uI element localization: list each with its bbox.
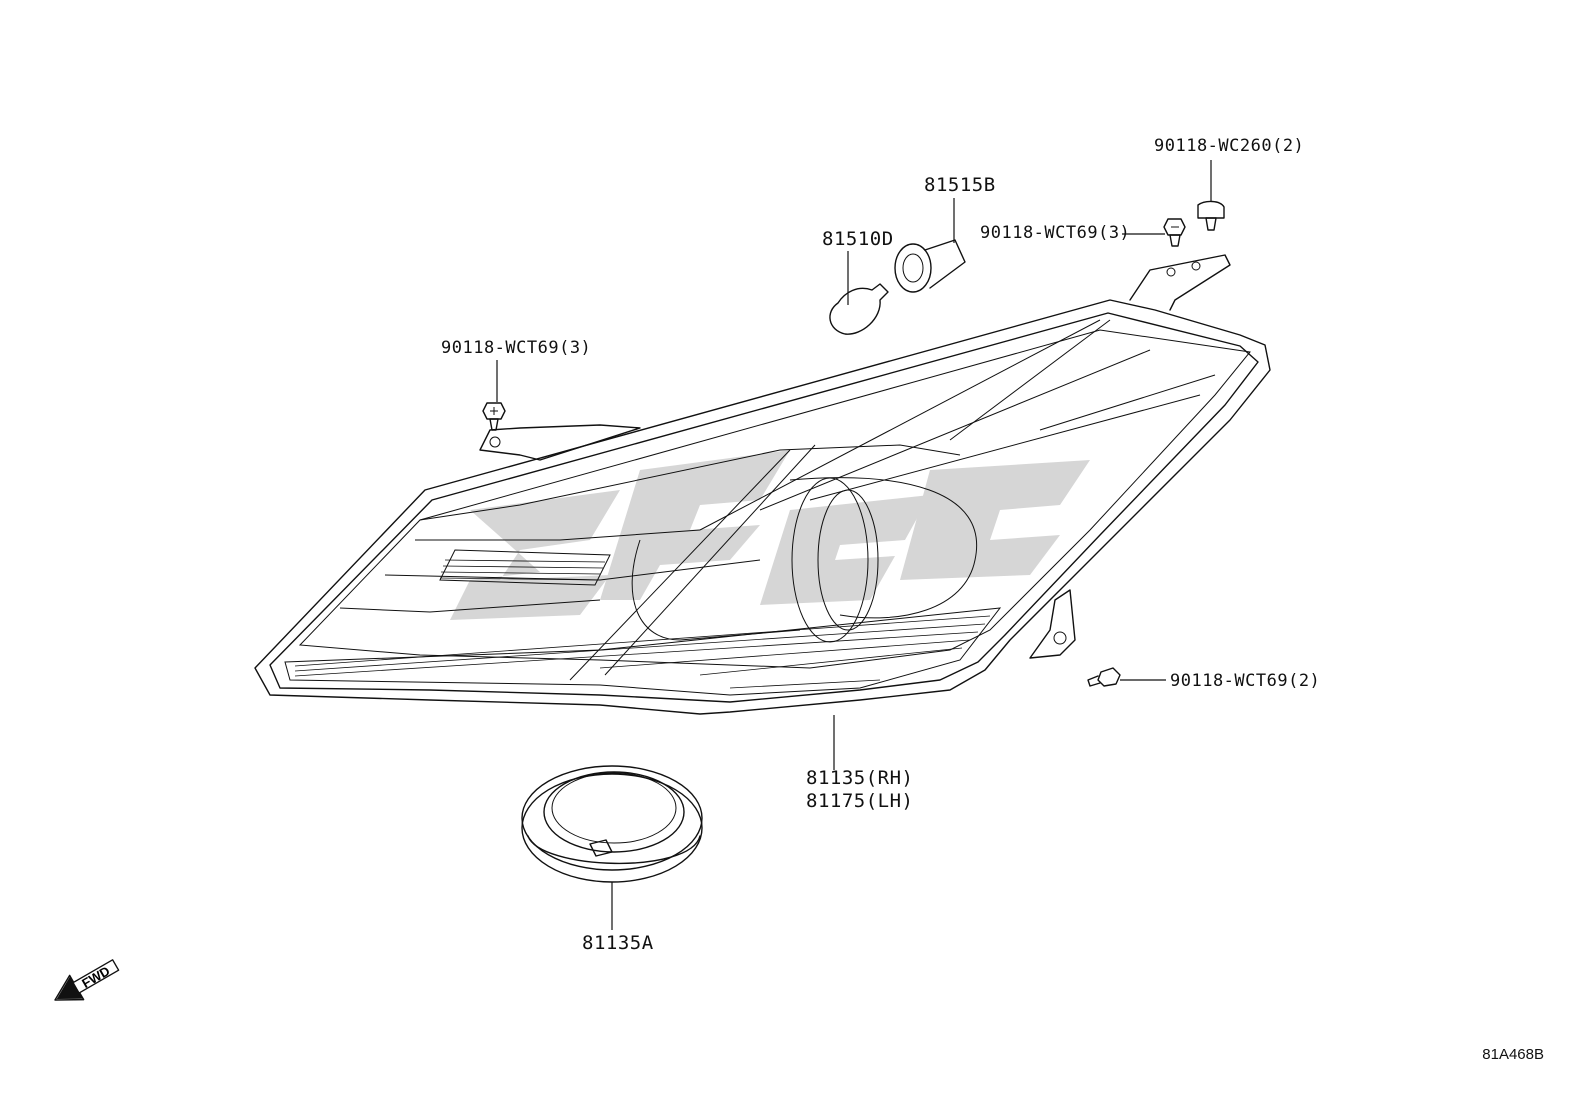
label-screw-left: 90118-WCT69(3) [441, 338, 592, 358]
label-bolt-top-right: 90118-WC260(2) [1154, 136, 1305, 156]
watermark-logo [450, 450, 1090, 620]
screw-top-mid [1163, 218, 1186, 247]
fwd-label: FWD [79, 963, 112, 991]
label-screw-top-mid: 90118-WCT69(3) [980, 223, 1131, 243]
bolt-top-right [1197, 200, 1225, 231]
leader-lines [496, 160, 1212, 930]
label-ring-cover: 81135A [582, 932, 654, 954]
drl-strip-lower [284, 607, 1002, 696]
label-bulb: 81510D [822, 228, 894, 250]
drl-strip-upper [439, 549, 611, 586]
bulb-part [829, 283, 889, 335]
drawing-id: 81A468B [1482, 1046, 1544, 1063]
label-headlamp-rh: 81135(RH) [806, 767, 914, 789]
ring-cover-part [521, 765, 703, 883]
screw-left [482, 402, 506, 431]
label-headlamp-lh: 81175(LH) [806, 790, 914, 812]
socket-part [894, 239, 966, 293]
label-screw-right: 90118-WCT69(2) [1170, 671, 1321, 691]
screw-right [1087, 667, 1121, 687]
label-socket: 81515B [924, 174, 996, 196]
fwd-arrow-icon: FWD [54, 959, 120, 1001]
headlamp-assembly [254, 254, 1271, 715]
